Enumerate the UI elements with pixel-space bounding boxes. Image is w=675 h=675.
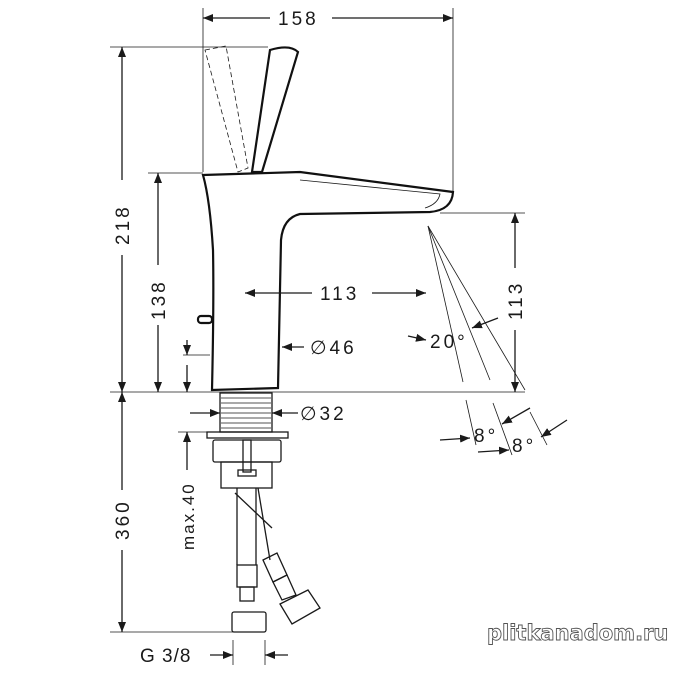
- spray-lines: [427, 225, 548, 456]
- extension-lines: [110, 8, 525, 665]
- dim-width-total: 158: [278, 9, 319, 30]
- dim-shank-diameter: ∅32: [300, 404, 347, 425]
- dim-height-total: 218: [113, 204, 134, 245]
- dim-below-deck: 360: [113, 499, 134, 540]
- dim-max-thickness: max.40: [179, 482, 198, 550]
- dim-spray-tol-1: 8°: [474, 426, 498, 447]
- dim-spray-angle: 20°: [430, 332, 468, 353]
- watermark: plitkanadom.ru: [487, 621, 668, 645]
- dim-spout-reach: 113: [320, 284, 359, 305]
- dim-body-diameter: ∅46: [310, 338, 357, 359]
- dimension-lines: [118, 14, 568, 659]
- dim-height-body: 138: [149, 279, 170, 320]
- dim-spout-height: 113: [506, 281, 527, 320]
- dim-thread: G 3/8: [140, 646, 191, 667]
- faucet-body: [196, 45, 455, 633]
- dim-spray-tol-2: 8°: [512, 436, 536, 457]
